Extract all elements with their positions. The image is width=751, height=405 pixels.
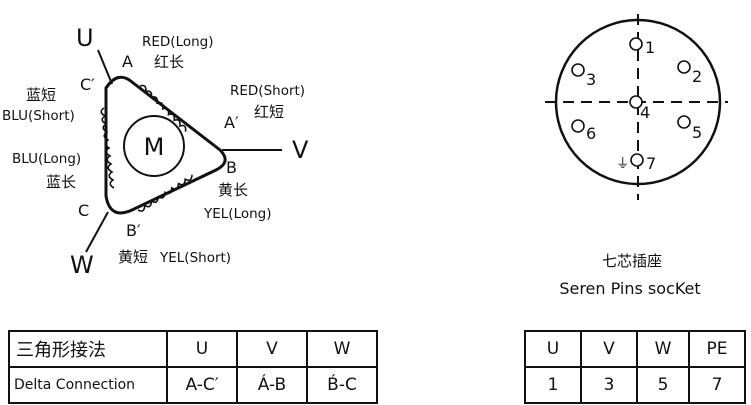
pin-3-label: 3 (586, 70, 596, 89)
delta-value-v: Á-B (236, 366, 308, 404)
pin-value-w: 5 (636, 366, 690, 404)
pin-6-hole (571, 119, 585, 133)
terminal-u: U (76, 24, 94, 52)
pin-2-hole (677, 60, 691, 74)
ground-icon: ⏚ (616, 156, 630, 172)
pin-1-label: 1 (645, 38, 655, 57)
terminal-v: V (292, 136, 309, 164)
node-b-prime: B′ (126, 221, 141, 240)
motor-symbol: M (144, 133, 165, 161)
pin-value-u: 1 (524, 366, 582, 404)
pin-5-hole (677, 115, 691, 129)
node-a: A (122, 52, 133, 71)
node-c: C (78, 201, 89, 220)
pin-4-hole (629, 95, 643, 109)
socket-caption-cn: 七芯插座 (602, 252, 662, 270)
pin-value-v: 3 (580, 366, 638, 404)
pin-2-label: 2 (692, 67, 702, 86)
pin-1-hole (629, 37, 643, 51)
pin-4-label: 4 (640, 103, 650, 122)
delta-header-en: Delta Connection (8, 366, 168, 404)
table-row: 三角形接法 U V W (8, 330, 378, 368)
lead-u (97, 49, 113, 85)
wire-red-long-cn: 红长 (154, 53, 184, 71)
delta-col-v: V (236, 330, 308, 368)
wire-yel-long-en: YEL(Long) (203, 206, 272, 222)
delta-value-w: B́-C (306, 366, 378, 404)
delta-header-cn: 三角形接法 (8, 330, 168, 368)
wire-red-short-cn: 红短 (254, 103, 284, 121)
pin-col-pe: PE (688, 330, 746, 368)
delta-connection-table: 三角形接法 U V W Delta Connection A-C′ Á-B B́… (8, 330, 378, 404)
wire-blu-long-cn: 蓝长 (46, 173, 76, 191)
socket-caption-en: Seren Pins socKet (559, 279, 700, 298)
pin-value-pe: 7 (688, 366, 746, 404)
table-row: U V W PE (524, 330, 746, 368)
delta-col-w: W (306, 330, 378, 368)
wire-red-short-en: RED(Short) (230, 83, 305, 99)
pin-6-label: 6 (586, 124, 596, 143)
delta-col-u: U (166, 330, 238, 368)
terminal-w: W (70, 251, 94, 279)
wire-blu-short-cn: 蓝短 (26, 86, 56, 104)
node-b: B (226, 158, 237, 177)
wire-blu-short-en: BLU(Short) (2, 108, 75, 124)
node-c-prime: C′ (80, 75, 95, 94)
coil-c-c-prime (100, 107, 115, 189)
motor-symbol-circle (123, 115, 185, 177)
node-a-prime: A′ (224, 113, 239, 132)
pin-3-hole (571, 63, 585, 77)
pin-col-v: V (580, 330, 638, 368)
lead-w (85, 211, 109, 253)
wire-yel-long-cn: 黄长 (218, 181, 248, 199)
coil-a-a-prime (139, 84, 187, 132)
pin-5-label: 5 (692, 123, 702, 142)
delta-winding-outline (104, 75, 227, 215)
seven-pin-socket: 1 2 3 4 5 6 ⏚ 7 七芯插座 Seren Pins socKet (545, 14, 728, 298)
wire-yel-short-en: YEL(Short) (159, 250, 231, 266)
pin-assignment-table: U V W PE 1 3 5 7 (524, 330, 746, 404)
wire-blu-long-en: BLU(Long) (12, 151, 81, 167)
delta-value-u: A-C′ (166, 366, 238, 404)
table-row: 1 3 5 7 (524, 366, 746, 404)
pin-col-u: U (524, 330, 582, 368)
coil-b-b-prime (137, 174, 193, 212)
table-row: Delta Connection A-C′ Á-B B́-C (8, 366, 378, 404)
motor-delta-diagram: M U V W A C′ A′ B C B′ RED(Long) 红长 RED(… (2, 24, 309, 279)
pin-7-label: 7 (646, 154, 656, 173)
pin-7-hole (630, 153, 644, 167)
pin-col-w: W (636, 330, 690, 368)
wire-yel-short-cn: 黄短 (118, 248, 148, 266)
wire-red-long-en: RED(Long) (142, 34, 214, 50)
